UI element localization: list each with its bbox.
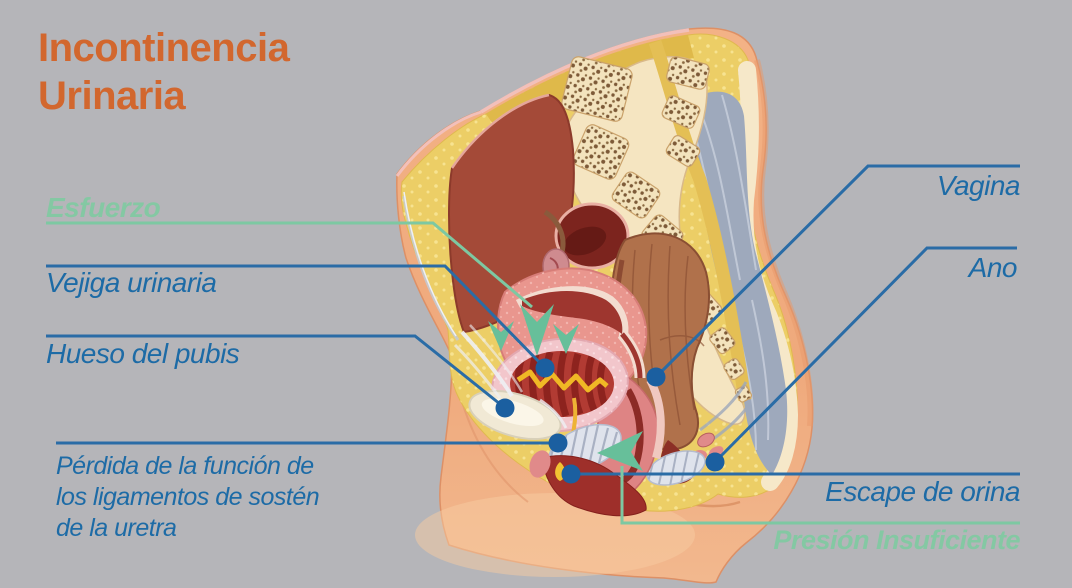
- label-vejiga-urinaria: Vejiga urinaria: [46, 267, 217, 298]
- page-title-line2: Urinaria: [38, 74, 186, 118]
- marker-dot-escape: [561, 464, 581, 484]
- perineal-ligament: [646, 449, 706, 487]
- page-title-line1: Incontinencia: [38, 26, 290, 70]
- body-figure: [395, 27, 814, 584]
- label-vagina: Vagina: [936, 170, 1021, 201]
- vejiga-line: [46, 264, 547, 370]
- uterine-cavity: [522, 291, 623, 334]
- marker-dot-vagina: [646, 367, 666, 387]
- esfuerzo-line: [46, 221, 533, 309]
- marker-dot-perdida: [548, 433, 568, 453]
- label-perdida-ligamentos: Pérdida de la función de los ligamentos …: [56, 452, 320, 542]
- fallopian-tube: [543, 209, 566, 253]
- marker-dot-hueso: [495, 398, 515, 418]
- callout-lines: [46, 164, 1020, 525]
- rectovaginal-space: [646, 378, 665, 460]
- label-presion-insuficiente: Presión Insuficiente: [773, 525, 1020, 555]
- label-ano: Ano: [968, 252, 1018, 283]
- pressure-down-arrow: [553, 324, 579, 354]
- marker-dot-ano: [705, 452, 725, 472]
- labia-fold: [529, 450, 551, 478]
- label-escape-de-orina: Escape de orina: [825, 476, 1020, 507]
- insufficient-pressure-arrow: [597, 431, 643, 471]
- pressure-down-arrow: [520, 304, 554, 356]
- page-title: Incontinencia Urinaria: [38, 24, 290, 120]
- abdominal-fascia-core: [403, 191, 457, 337]
- sigmoid-shadow: [563, 226, 607, 256]
- inguinal-fascia: [453, 324, 568, 429]
- peritoneum-lining: [450, 93, 550, 169]
- vagina-line: [654, 164, 1020, 379]
- presion-line: [620, 466, 1020, 525]
- urine-in-bladder: [516, 369, 609, 393]
- cut-lining-left: [395, 110, 482, 177]
- cervical-canal: [620, 332, 643, 379]
- ano-line: [713, 246, 1017, 464]
- hueso-line: [46, 334, 506, 410]
- label-hueso-del-pubis: Hueso del pubis: [46, 338, 240, 369]
- anatomy-markers: [495, 358, 725, 484]
- marker-dot-vejiga: [535, 358, 555, 378]
- back-muscle-region: [686, 91, 788, 476]
- label-esfuerzo: Esfuerzo: [46, 192, 161, 223]
- back-shading: [754, 59, 814, 427]
- sacrum-fat-band: [648, 39, 752, 401]
